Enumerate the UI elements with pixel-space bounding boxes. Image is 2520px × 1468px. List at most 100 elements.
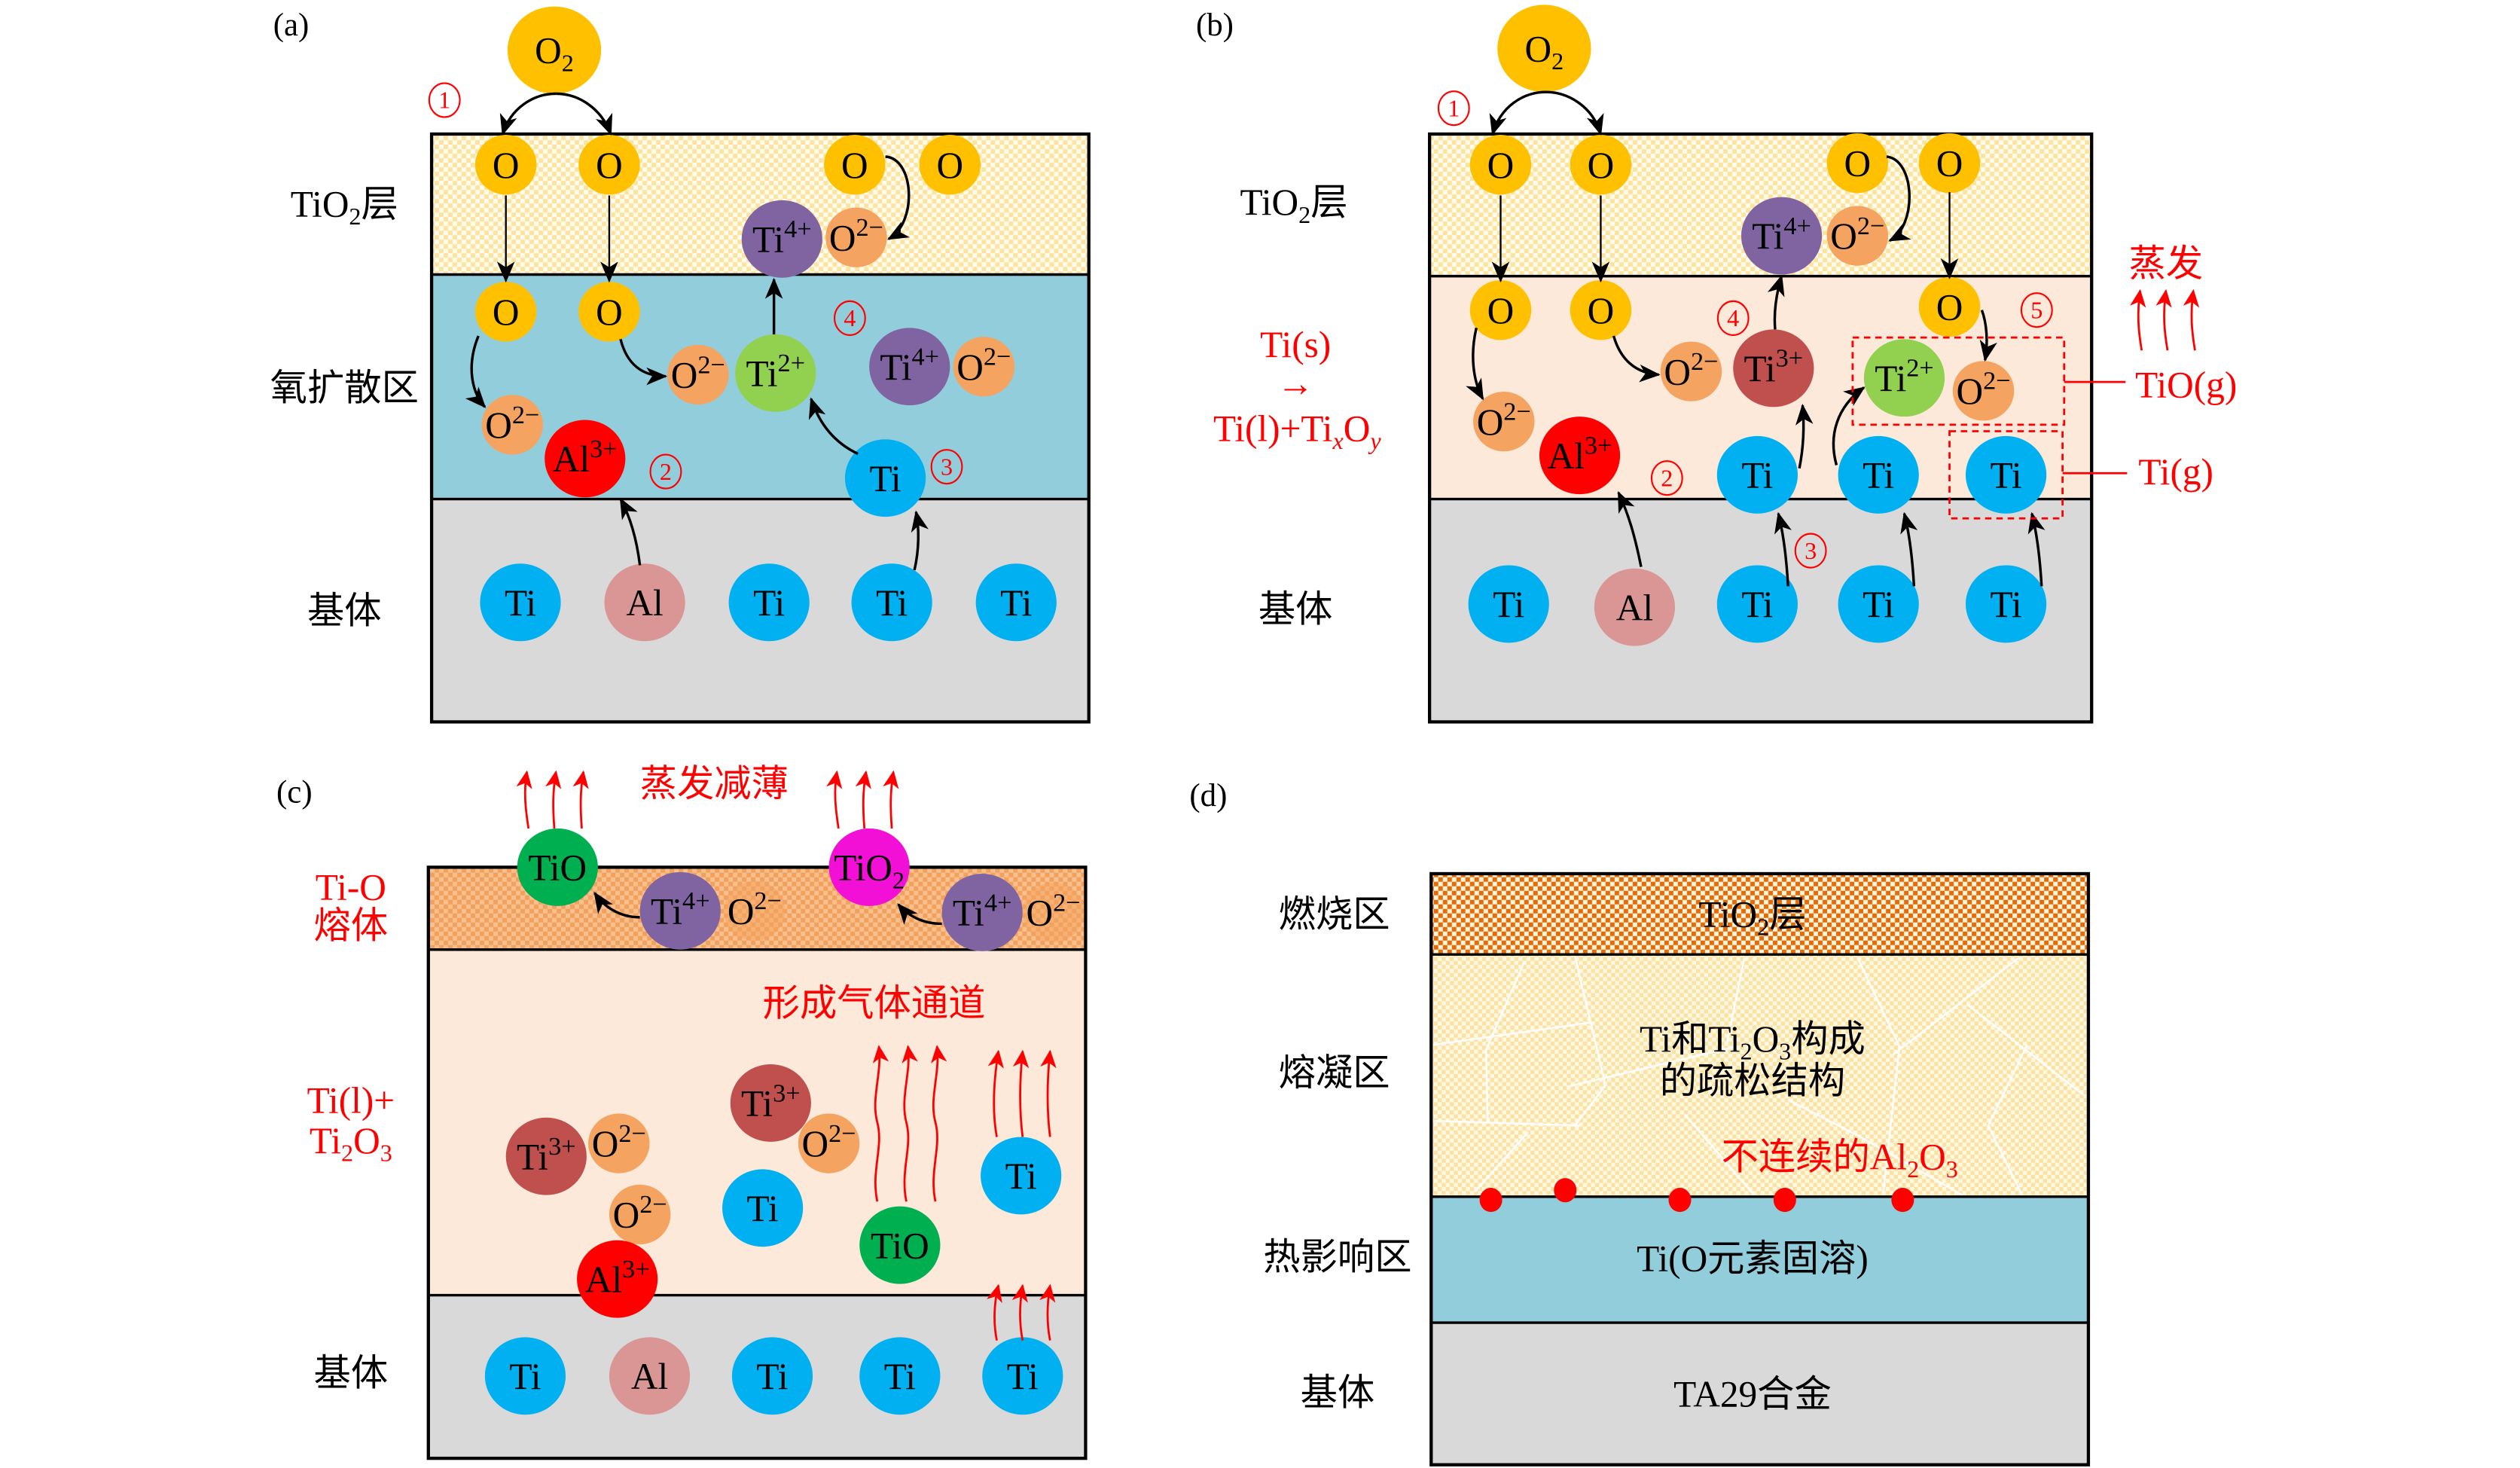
- zone-label-ti-o-melt-line1: Ti-O: [316, 866, 386, 908]
- particle-ti: [1838, 565, 1919, 643]
- zone-label-liquid-line2: Ti2O3: [310, 1120, 392, 1167]
- step-marker-circle: [1716, 300, 1750, 336]
- oxidation-arrow: [1795, 404, 1814, 469]
- particle-al: [604, 563, 685, 642]
- particle-symbol: O: [1588, 290, 1615, 331]
- step-marker-a-3: 3: [941, 453, 953, 480]
- particle-charge: 2−: [828, 1119, 856, 1148]
- particle-symbol: Ti: [870, 458, 902, 499]
- particle-symbol: O: [1525, 28, 1552, 69]
- ionization-arrow: [619, 338, 668, 386]
- gas-channel-arrow: [1011, 1283, 1028, 1341]
- particle-symbol: TiO: [528, 847, 587, 889]
- panel-frame: [426, 865, 1088, 1460]
- particle-ti: [982, 1337, 1063, 1415]
- reaction-product: Ti(l)+TixOy: [1213, 407, 1381, 454]
- ti-gas-dashed-box: [1948, 430, 2064, 520]
- step-marker-a-1: 1: [438, 87, 450, 114]
- label-text: TiO: [291, 183, 349, 224]
- particle-charge: 2−: [512, 401, 540, 429]
- label-subscript: 2: [1741, 1038, 1753, 1065]
- panel-d-layers: [1429, 871, 2091, 1466]
- step-marker-circle: [1650, 460, 1683, 496]
- evaporation-thinning-label: 蒸发减薄: [640, 763, 789, 804]
- particle-symbol: Ti: [746, 353, 777, 394]
- label-text: TiO: [1698, 894, 1757, 935]
- label-subscript: x: [1332, 427, 1344, 454]
- al2o3-note: 不连续的Al2O3: [1722, 1136, 1958, 1183]
- particle-subscript: 2: [1551, 47, 1564, 75]
- zone-label-tio2-layer: TiO2层: [1240, 182, 1347, 228]
- particle-symbol: O: [1487, 290, 1515, 331]
- particle-symbol: O: [801, 1123, 828, 1164]
- particle-symbol: Al: [1548, 435, 1585, 477]
- particle-o2minus: [588, 1113, 650, 1173]
- particle-label: O2−: [613, 1190, 667, 1235]
- particle-symbol: Ti: [756, 1356, 788, 1397]
- particle-ti: [981, 1137, 1062, 1215]
- particle-symbol: Ti: [1005, 1155, 1037, 1197]
- particle-symbol: TiO: [834, 847, 892, 889]
- panel-frame: [1427, 132, 2094, 724]
- particle-symbol: O: [592, 1123, 619, 1164]
- particle-charge: 2−: [1983, 367, 2010, 395]
- particle-label: O2: [535, 30, 574, 77]
- particle-label: O2−: [829, 213, 883, 258]
- step-marker-a-4: 4: [844, 304, 856, 331]
- al2o3-dot: [1773, 1187, 1796, 1213]
- label-subscript: y: [1368, 427, 1381, 454]
- particle-label: Al3+: [553, 435, 618, 480]
- crack-line: [1856, 957, 1901, 1192]
- particle-label: O: [1487, 145, 1515, 186]
- oxidation-arrow: [1767, 274, 1785, 330]
- particle-label: Ti4+: [880, 343, 939, 388]
- gas-channel-arrow: [987, 1283, 1002, 1341]
- crack-line: [1725, 957, 1746, 1045]
- particle-ti: [1716, 435, 1798, 514]
- evaporation-arrow: [572, 770, 589, 829]
- reaction-equation: Ti(s) → Ti(l)+TixOy: [1213, 324, 1381, 454]
- particle-symbol: O: [841, 145, 868, 186]
- particle-symbol: O: [1664, 351, 1691, 392]
- dissociation-arrow: [1489, 90, 1546, 136]
- particle-ti4plus: [639, 871, 721, 950]
- particle-o2minus: [667, 344, 729, 405]
- evaporation-arrow: [826, 770, 843, 829]
- particle-symbol: Al: [626, 582, 663, 624]
- gas-channel-arrow: [1040, 1049, 1057, 1137]
- step-marker-circle: [649, 453, 682, 490]
- particle-label: O2−: [1830, 212, 1884, 257]
- melt-zone-content-line2: 的疏松结构: [1660, 1061, 1845, 1102]
- particle-o2: [1497, 5, 1591, 93]
- zone-label-substrate: 基体: [1258, 588, 1333, 630]
- ti-outward-diffusion-arrow: [2027, 511, 2046, 587]
- particle-al3plus: [1539, 417, 1621, 495]
- particle-label: Ti4+: [651, 887, 710, 932]
- particle-charge: 3+: [548, 1132, 576, 1161]
- particle-ti2plus: [1863, 339, 1945, 417]
- particle-symbol: O: [956, 346, 984, 388]
- particle-charge: 2+: [778, 349, 806, 377]
- evaporation-annotations: 蒸发 TiO(g) Ti(g): [2129, 243, 2238, 493]
- particle-symbol: O: [1844, 143, 1872, 185]
- al-outward-diffusion-arrow: [1617, 491, 1643, 567]
- step-marker-b-5: 5: [2030, 296, 2043, 323]
- particle-charge: 2−: [1053, 888, 1080, 917]
- particle-label: Ti: [1007, 1356, 1039, 1397]
- panel-frame: [429, 132, 1091, 724]
- particle-label: O: [493, 291, 520, 333]
- panel-label-a: (a): [273, 8, 310, 43]
- particle-label: Al: [1616, 587, 1653, 628]
- ti-gas-label: Ti(g): [2138, 451, 2213, 493]
- particle-label: Ti: [1863, 455, 1894, 496]
- particle-symbol: O: [829, 217, 856, 258]
- tio-gas-label: TiO(g): [2135, 364, 2237, 405]
- particle-symbol: O: [1936, 143, 1963, 185]
- particle-label: Ti2+: [746, 349, 805, 394]
- tio2-formation-arrow: [897, 903, 942, 926]
- particle-o2minus: [1660, 341, 1722, 401]
- particle-charge: 2−: [1857, 212, 1884, 240]
- particle-label: Ti: [1493, 584, 1524, 625]
- melt-zone-region: [1431, 954, 2088, 1197]
